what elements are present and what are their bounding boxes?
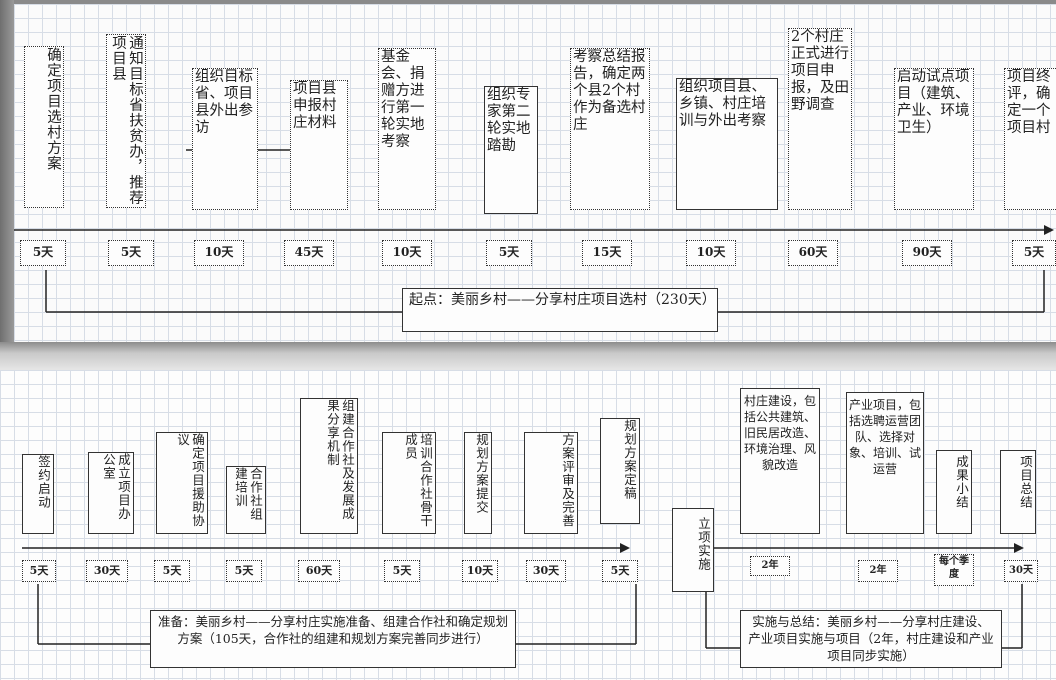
- prep-step-box: 组建合作社及发展成果分享机制: [300, 398, 358, 534]
- step-box: 基金会、捐赠方进行第一轮实地考察: [378, 48, 436, 210]
- impl-step-box: 产业项目，包括选聘运营团队、选择对象、培训、试运营: [846, 392, 924, 534]
- duration-label: 5天: [108, 240, 154, 266]
- prep-step-box: 成立项目办公室: [88, 452, 134, 534]
- village-selection-timeline-panel: 确定项目选村方案 通知目标省扶贫办，推荐项目县 组织目标省、项目县外出参访 项目…: [14, 4, 1056, 342]
- duration-label: 15天: [582, 240, 632, 266]
- duration-label: 每个季度: [934, 554, 974, 586]
- prep-caption: 准备：美丽乡村——分享村庄实施准备、组建合作社和确定规划方案（105天，合作社的…: [150, 610, 516, 668]
- duration-label: 2年: [750, 556, 790, 576]
- step-box: 确定项目选村方案: [24, 46, 64, 208]
- duration-label: 5天: [154, 560, 190, 582]
- duration-label: 60天: [298, 560, 340, 582]
- step-box: 组织专家第二轮实地踏勘: [484, 86, 538, 214]
- impl-step-box: 项目总结: [1000, 450, 1036, 534]
- milestone-box: 立项实施: [672, 508, 714, 592]
- step-box: 组织项目县、乡镇、村庄培训与外出考察: [676, 78, 778, 210]
- duration-label: 5天: [1012, 240, 1056, 266]
- duration-label: 60天: [788, 240, 838, 266]
- duration-label: 2年: [858, 560, 898, 582]
- duration-label: 5天: [384, 560, 420, 582]
- step-box: 组织目标省、项目县外出参访: [192, 68, 258, 210]
- impl-caption: 实施与总结：美丽乡村——分享村庄建设、产业项目实施与项目（2年，村庄建设和产业项…: [740, 610, 1002, 668]
- step-box: 项目县申报村庄材料: [290, 80, 348, 210]
- duration-label: 90天: [902, 240, 952, 266]
- duration-label: 10天: [462, 560, 498, 582]
- prep-step-box: 方案评审及完善: [524, 432, 578, 534]
- duration-label: 30天: [526, 560, 566, 582]
- duration-label: 10天: [194, 240, 244, 266]
- duration-label: 5天: [226, 560, 262, 582]
- step-box: 项目终评，确定一个项目村: [1004, 68, 1056, 210]
- duration-label: 30天: [86, 560, 128, 582]
- prep-step-box: 签约启动: [22, 454, 54, 534]
- duration-label: 5天: [486, 240, 532, 266]
- prep-step-box: 培训合作社骨干成员: [382, 432, 436, 534]
- duration-label: 5天: [22, 560, 56, 582]
- duration-label: 5天: [602, 560, 638, 582]
- step-box: 2个村庄正式进行项目申报，及田野调查: [788, 28, 852, 210]
- duration-label: 10天: [382, 240, 432, 266]
- implementation-timeline-panel: 签约启动 成立项目办公室 确定项目援助协议 合作社组建培训 组建合作社及发展成果…: [0, 370, 1056, 680]
- duration-label: 30天: [1004, 560, 1038, 582]
- duration-label: 5天: [20, 240, 66, 266]
- duration-label: 45天: [284, 240, 334, 266]
- duration-label: 10天: [686, 240, 736, 266]
- timeline1-caption: 起点：美丽乡村——分享村庄项目选村（230天）: [402, 288, 718, 332]
- impl-step-box: 成果小结: [936, 450, 972, 534]
- impl-step-box: 村庄建设，包括公共建筑、旧民居改造、环境治理、风貌改造: [740, 388, 820, 534]
- image-separator: [0, 342, 1056, 370]
- prep-step-box: 规划方案定稿: [600, 418, 640, 524]
- prep-step-box: 合作社组建培训: [226, 466, 266, 534]
- step-box: 启动试点项目（建筑、产业、环境卫生）: [894, 68, 974, 210]
- prep-step-box: 确定项目援助协议: [156, 432, 208, 534]
- step-box: 通知目标省扶贫办，推荐项目县: [106, 34, 146, 208]
- timeline2-connectors: [22, 543, 1024, 649]
- step-box: 考察总结报告，确定两个县2个村作为备选村庄: [570, 48, 650, 210]
- background-strip: [0, 0, 14, 342]
- prep-step-box: 规划方案提交: [464, 432, 492, 534]
